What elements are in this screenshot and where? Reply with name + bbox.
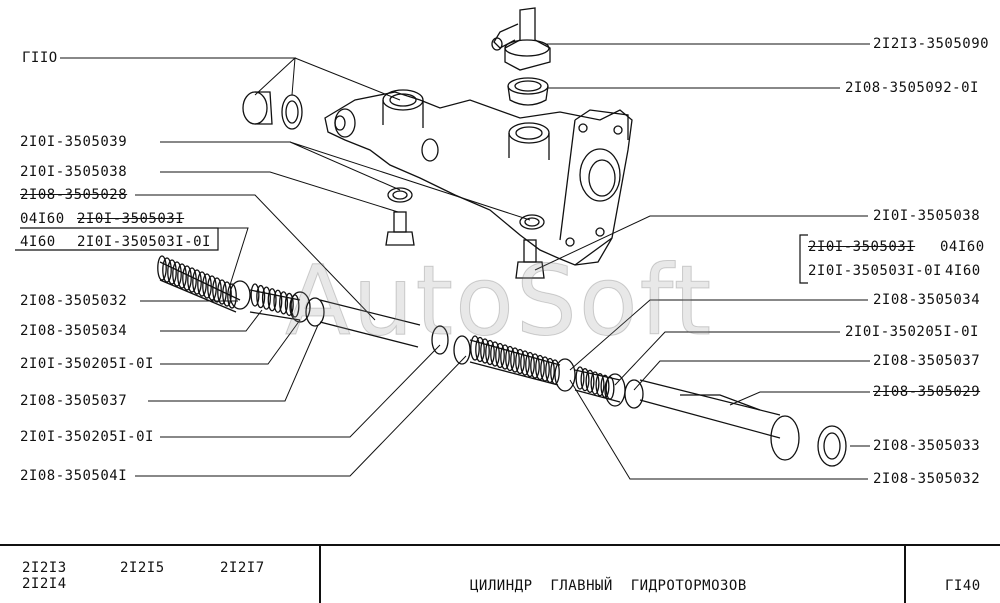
cylinder-body <box>324 89 633 266</box>
spring-coil <box>273 289 283 313</box>
spring-coil <box>279 291 289 315</box>
footer-model-2i2i3: 2I2I3 <box>22 560 67 576</box>
label-2i08-3505037-right: 2I08-3505037 <box>873 353 981 369</box>
drawing-title: ЦИЛИНДР ГЛАВНЫЙ ГИДРОТОРМОЗОВ <box>470 578 747 594</box>
spring-mid <box>470 335 560 385</box>
label-2i08-3505037-left: 2I08-3505037 <box>20 393 128 409</box>
spring-coil <box>520 350 530 376</box>
label-2i08-3505032-right: 2I08-3505032 <box>873 471 981 487</box>
label-2i0i-3505038-left: 2I0I-3505038 <box>20 164 128 180</box>
spring-coil <box>197 271 207 297</box>
label-2i08-3505033: 2I08-3505033 <box>873 438 981 454</box>
plug-and-gasket <box>242 91 303 130</box>
spring-coil <box>187 267 197 293</box>
spring-coil <box>207 275 217 301</box>
spring-coil <box>212 277 222 303</box>
label-2i08-3505034-left: 2I08-3505034 <box>20 323 128 339</box>
reservoir-fitting <box>491 7 551 71</box>
spring-coil <box>157 255 167 281</box>
spring-left <box>157 255 237 309</box>
spring-coil <box>600 374 610 398</box>
spring-coil <box>575 366 585 390</box>
watermark: AutoSoft <box>284 245 714 358</box>
spring-coil <box>202 273 212 299</box>
label-g110: ГIIО <box>22 50 58 66</box>
label-2i08-3505029: 2I08-3505029 <box>873 384 981 400</box>
spring-coil <box>490 341 500 367</box>
spring-small-2 <box>575 366 615 400</box>
spring-coil <box>535 354 545 381</box>
label-group-right-code-1: 04I60 <box>940 239 985 255</box>
spring-coil <box>585 369 595 393</box>
label-group-left-part-1: 2I0I-350503I <box>77 211 185 227</box>
page-number: ГI40 <box>945 578 981 594</box>
bracket-right <box>799 234 808 284</box>
spring-coil <box>222 281 232 307</box>
footer-model-2i2i7: 2I2I7 <box>220 560 265 576</box>
footer-model-2i2i4: 2I2I4 <box>22 576 67 592</box>
spring-coil <box>227 283 237 309</box>
label-2i0i-350205i-0i-left-1: 2I0I-350205I-0I <box>20 356 154 372</box>
spring-coil <box>550 359 560 385</box>
spring-coil <box>284 292 294 317</box>
title-block <box>0 544 1000 603</box>
label-group-left-part-2: 2I0I-350503I-0I <box>77 234 211 250</box>
spring-coil <box>267 288 277 312</box>
label-group-left-code-1: 04I60 <box>20 211 65 227</box>
spring-coil <box>475 336 485 363</box>
label-group-right-code-2: 4I60 <box>945 263 981 279</box>
label-2i08-3505092-0i: 2I08-3505092-0I <box>845 80 979 96</box>
label-2i0i-3505039: 2I0I-3505039 <box>20 134 128 150</box>
spring-small-1 <box>250 283 300 318</box>
spring-coil <box>172 261 182 287</box>
spring-coil <box>500 344 510 370</box>
spring-coil <box>162 257 172 283</box>
spring-coil <box>590 371 600 395</box>
spring-coil <box>510 347 520 373</box>
spring-coil <box>250 283 260 307</box>
stop-screw-2 <box>515 214 545 279</box>
spring-coil <box>580 368 590 392</box>
spring-coil <box>505 345 515 372</box>
spring-coil <box>540 356 550 382</box>
spring-coil <box>515 348 525 375</box>
piston-assembly <box>159 261 847 467</box>
label-2i0i-350205i-0i-right: 2I0I-350205I-0I <box>845 324 979 340</box>
label-2i0i-3505038-right: 2I0I-3505038 <box>873 208 981 224</box>
spring-coil <box>530 353 540 379</box>
label-2i08-3505034-right: 2I08-3505034 <box>873 292 981 308</box>
spring-coil <box>485 339 495 366</box>
spring-coil <box>495 342 505 369</box>
spring-coil <box>182 265 192 291</box>
spring-coil <box>545 357 555 384</box>
label-group-right-part-1: 2I0I-350503I <box>808 239 916 255</box>
reservoir-seal <box>507 77 549 106</box>
label-2i0i-350205i-0i-left-2: 2I0I-350205I-0I <box>20 429 154 445</box>
label-group-right-part-2: 2I0I-350503I-0I <box>808 263 942 279</box>
spring-coil <box>261 286 271 310</box>
spring-coil <box>595 373 605 397</box>
spring-coil <box>480 338 490 364</box>
label-2i08-3505028: 2I08-3505028 <box>20 187 128 203</box>
spring-coil <box>177 263 187 289</box>
bracket-left <box>15 227 219 251</box>
spring-coil <box>217 279 227 305</box>
footer-model-2i2i5: 2I2I5 <box>120 560 165 576</box>
spring-coil <box>167 259 177 285</box>
spring-coil <box>256 284 266 309</box>
label-2i08-350504i: 2I08-350504I <box>20 468 128 484</box>
leader-lines <box>60 43 870 480</box>
label-2i2i3-3505090: 2I2I3-3505090 <box>873 36 990 52</box>
spring-coil <box>290 294 300 318</box>
spring-coil <box>605 376 615 400</box>
spring-coil <box>192 269 202 295</box>
spring-coil <box>525 351 535 378</box>
spring-coil <box>470 335 480 361</box>
stop-screw-1 <box>385 187 415 246</box>
label-2i08-3505032-left: 2I08-3505032 <box>20 293 128 309</box>
label-group-left-code-2: 4I60 <box>20 234 56 250</box>
